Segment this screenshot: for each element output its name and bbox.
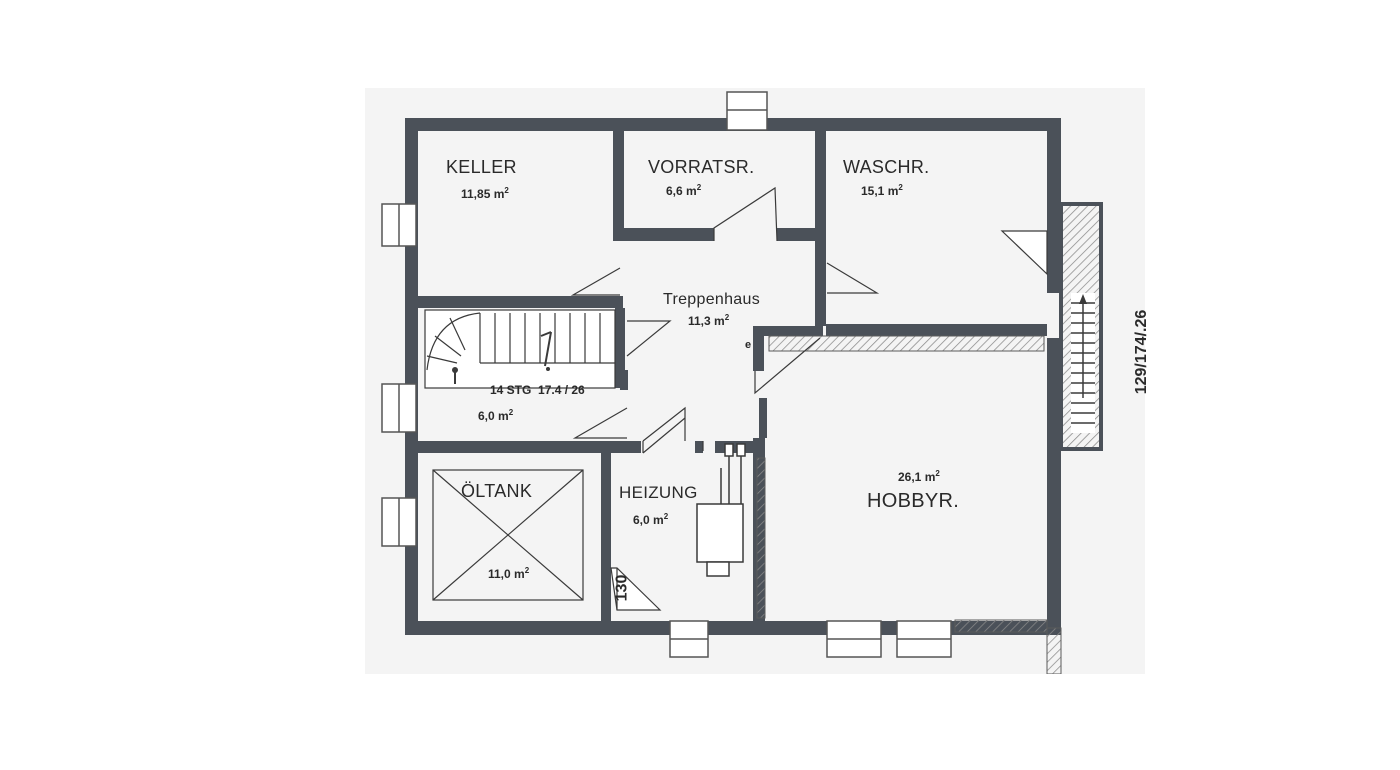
- room-area-oeltank-sup: 2: [524, 566, 530, 575]
- treppenhaus-arrows: [570, 186, 880, 451]
- stair-marker-2: [546, 367, 550, 371]
- top-window: [726, 91, 768, 131]
- boiler-unit: [696, 443, 746, 577]
- oeltank-cross: [432, 469, 584, 601]
- floor-plan: KELLER 11,85 m2 VORRATSR. 6,6 m2 WASCHR.…: [365, 88, 1150, 674]
- room-name-heizung: HEIZUNG: [619, 483, 698, 502]
- room-area-stair-sup: 2: [508, 408, 514, 417]
- outside-stair: [1059, 202, 1103, 451]
- room-area-heizung-sup: 2: [663, 512, 669, 521]
- interior-stair: [424, 309, 616, 389]
- room-area-vorrat: 6,6 m2: [666, 183, 702, 198]
- room-area-vorrat-sup: 2: [696, 183, 702, 192]
- room-area-treppenhaus-sup: 2: [724, 313, 730, 322]
- room-area-heizung-value: 6,0 m: [633, 513, 664, 527]
- hatched-walls: [756, 335, 1062, 674]
- room-area-stair: 6,0 m2: [478, 408, 514, 423]
- room-area-oeltank: 11,0 m2: [488, 566, 530, 581]
- room-area-wasch-value: 15,1 m: [861, 184, 899, 198]
- room-area-vorrat-value: 6,6 m: [666, 184, 697, 198]
- room-name-vorrat: VORRATSR.: [648, 157, 755, 177]
- room-area-heizung: 6,0 m2: [633, 512, 669, 527]
- room-name-oeltank: ÖLTANK: [461, 481, 533, 501]
- heizung-top-door: [642, 417, 686, 454]
- room-name-wasch: WASCHR.: [843, 157, 930, 177]
- room-area-wasch-sup: 2: [898, 183, 903, 192]
- room-area-treppenhaus-value: 11,3 m: [688, 314, 725, 328]
- room-name-treppenhaus: Treppenhaus: [663, 291, 760, 308]
- room-area-stair-value: 6,0 m: [478, 409, 509, 423]
- door-width-dimension: 130: [613, 574, 631, 602]
- left-windows: [381, 203, 417, 547]
- room-area-wasch: 15,1 m2: [861, 183, 903, 198]
- stair-marker: [452, 367, 458, 373]
- room-area-hobby-value: 26,1 m: [898, 470, 936, 484]
- room-area-keller-sup: 2: [504, 186, 509, 195]
- room-name-keller: KELLER: [446, 157, 517, 177]
- mark-e: e: [745, 339, 752, 351]
- bottom-windows: [669, 620, 952, 658]
- outside-stair-dimension: 129/174/.26: [1133, 309, 1150, 395]
- room-area-treppenhaus: 11,3 m2: [688, 313, 730, 328]
- room-area-keller: 11,85 m2: [461, 186, 509, 201]
- room-area-hobby: 26,1 m2: [898, 469, 940, 484]
- floor-plan-drawing: [381, 91, 1103, 674]
- room-area-hobby-sup: 2: [935, 469, 940, 478]
- wasch-door-swing: [1000, 230, 1048, 276]
- room-area-keller-value: 11,85 m: [461, 187, 505, 201]
- room-name-hobby: HOBBYR.: [867, 490, 960, 512]
- stair-label: 14 STG 17.4 / 26: [490, 383, 585, 397]
- room-area-oeltank-value: 11,0 m: [488, 567, 525, 581]
- heizung-door: [610, 567, 662, 611]
